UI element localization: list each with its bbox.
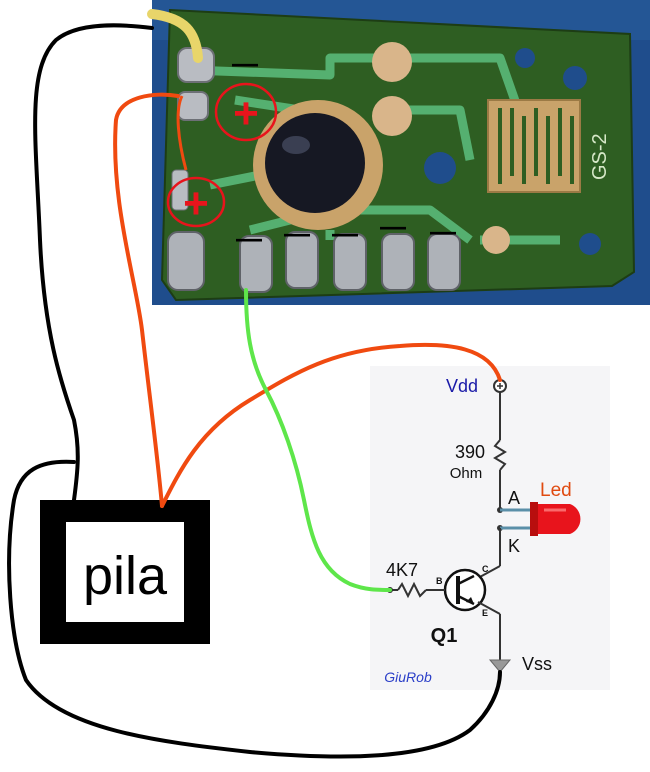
cathode-label: K xyxy=(508,536,520,556)
minus-mark: — xyxy=(430,216,456,246)
pcb-hole xyxy=(515,48,535,68)
red-wire-left xyxy=(113,92,180,508)
schematic-panel: Vdd 390 Ohm A K Led B xyxy=(370,366,610,690)
pcb-hole xyxy=(579,233,601,255)
resistor-4k7 xyxy=(397,581,427,599)
led-icon xyxy=(530,502,581,536)
pcb-comb-pads xyxy=(487,99,581,193)
led-label: Led xyxy=(540,480,572,501)
minus-mark: — xyxy=(236,223,262,253)
vss-label: Vss xyxy=(522,654,552,674)
pcb-hole xyxy=(563,66,587,90)
vdd-label: Vdd xyxy=(446,376,478,396)
pcb-photo: GS-2 — — — — — — + xyxy=(147,0,650,305)
battery-label: pila xyxy=(83,546,168,606)
battery: pila xyxy=(40,500,210,644)
plus-mark: + xyxy=(183,179,209,228)
pcb-pad xyxy=(372,96,412,136)
minus-mark: — xyxy=(380,211,406,241)
anode-label: A xyxy=(508,488,520,508)
green-wire xyxy=(244,288,392,592)
red-wire-vdd xyxy=(160,342,502,508)
minus-marks: — — — — — — xyxy=(232,48,456,253)
ground-icon xyxy=(488,659,512,673)
pcb-pad xyxy=(482,226,510,254)
transistor-q1-icon xyxy=(443,568,487,612)
minus-mark: — xyxy=(332,218,358,248)
author-label: GiuRob xyxy=(384,669,432,685)
pcb-pad xyxy=(372,42,412,82)
pcb-board xyxy=(160,8,636,302)
black-wire-bottom xyxy=(7,459,502,759)
resistor-390 xyxy=(493,439,507,471)
resistor-top-unit: Ohm xyxy=(450,465,483,482)
battery-face xyxy=(66,522,184,622)
pcb-silkscreen: GS-2 xyxy=(589,133,611,180)
yellow-wire xyxy=(147,9,203,63)
plus-marks: + + xyxy=(166,82,278,228)
minus-mark: — xyxy=(284,218,310,248)
pin-e-label: E xyxy=(482,608,488,618)
transistor-label: Q1 xyxy=(431,625,458,647)
solder-pins-bottom xyxy=(167,231,461,293)
pin-c-label: C xyxy=(482,564,489,574)
plus-mark: + xyxy=(233,89,259,138)
black-wire-top xyxy=(33,23,154,502)
chip-blob xyxy=(265,113,365,213)
pcb-hole xyxy=(424,152,456,184)
minus-mark: — xyxy=(232,48,258,78)
resistor-top-value: 390 xyxy=(455,442,485,462)
pin-b-label: B xyxy=(436,576,443,586)
base-resistor-label: 4K7 xyxy=(386,560,418,580)
